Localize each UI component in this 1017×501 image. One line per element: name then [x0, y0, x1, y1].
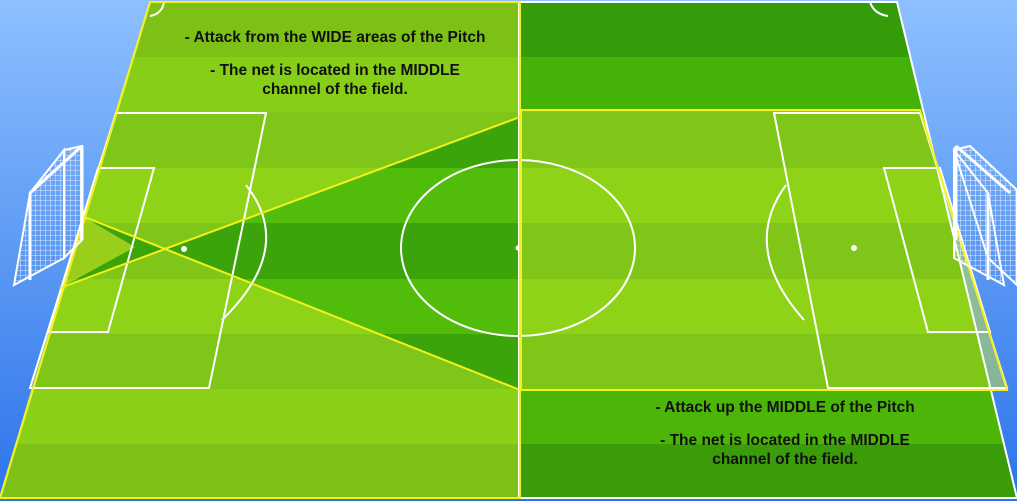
left-penalty-spot: [181, 246, 187, 252]
right-penalty-spot: [851, 245, 857, 251]
right-note-line1: - Attack up the MIDDLE of the Pitch: [600, 398, 970, 417]
right-note-line3: channel of the field.: [600, 450, 970, 469]
left-note: - Attack from the WIDE areas of the Pitc…: [140, 28, 530, 99]
right-note-line2: - The net is located in the MIDDLE: [600, 431, 970, 450]
left-note-line3: channel of the field.: [140, 80, 530, 99]
right-note: - Attack up the MIDDLE of the Pitch - Th…: [600, 398, 970, 469]
left-note-line1: - Attack from the WIDE areas of the Pitc…: [140, 28, 530, 47]
left-note-line2: - The net is located in the MIDDLE: [140, 61, 530, 80]
